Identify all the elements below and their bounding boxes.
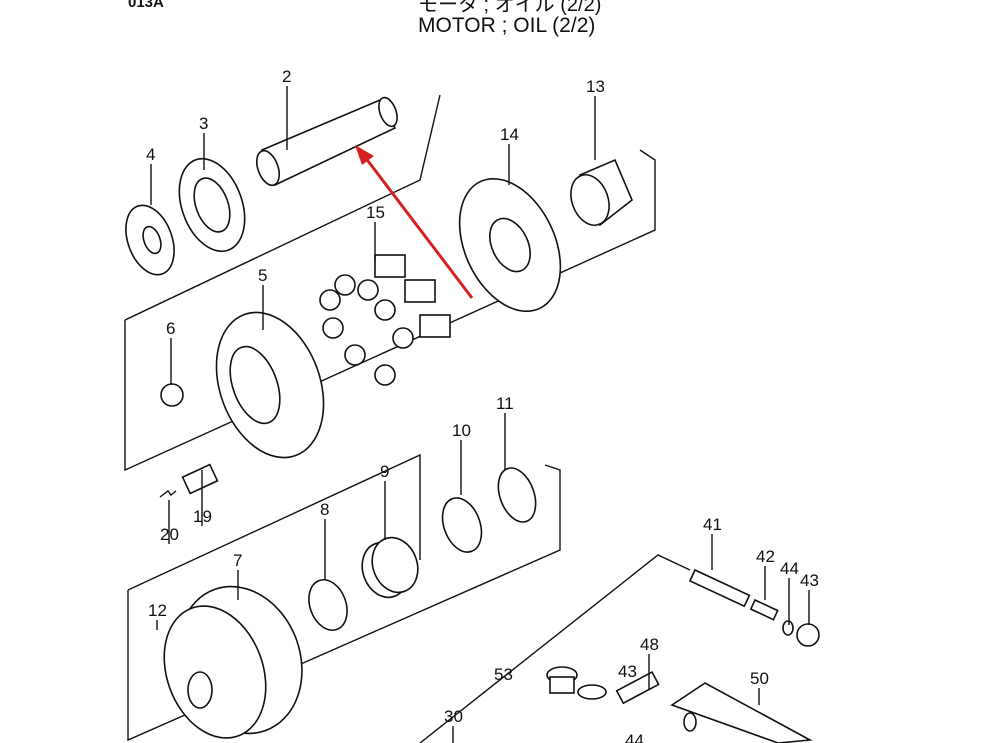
callout-50: 50 bbox=[750, 669, 769, 688]
callout-41: 41 bbox=[703, 515, 722, 534]
callout-42: 42 bbox=[756, 547, 775, 566]
group-outline-upper-top bbox=[124, 94, 441, 321]
callout-6: 6 bbox=[166, 319, 175, 338]
diagram-code: 013A bbox=[128, 0, 164, 11]
callout-12: 12 bbox=[148, 601, 167, 620]
part-7-cylinder-block bbox=[163, 585, 303, 739]
part-41-spool bbox=[688, 568, 751, 608]
part-19-20-plug bbox=[159, 463, 219, 498]
diagram-title: MOTOR ; OIL (2/2) bbox=[418, 14, 596, 37]
callout-44: 44 bbox=[780, 559, 799, 578]
callout-4: 4 bbox=[146, 145, 155, 164]
part-11-snap-ring bbox=[497, 467, 537, 523]
callout-53: 53 bbox=[494, 665, 513, 684]
callout-11: 11 bbox=[496, 394, 514, 413]
callout-13: 13 bbox=[586, 77, 605, 96]
callout-15: 15 bbox=[366, 203, 385, 222]
part-5-housing bbox=[215, 311, 325, 459]
callout-44: 44 bbox=[625, 731, 644, 743]
callout-5: 5 bbox=[258, 266, 267, 285]
callout-9: 9 bbox=[380, 462, 389, 481]
callout-10: 10 bbox=[452, 421, 471, 440]
diagram-title-japanese: モータ ; オイル (2/2) bbox=[418, 0, 602, 16]
part-53-43-48-fittings bbox=[546, 666, 660, 705]
callout-48: 48 bbox=[640, 635, 659, 654]
part-10-ring bbox=[441, 497, 483, 553]
highlight-arrow bbox=[355, 145, 474, 299]
callout-43: 43 bbox=[800, 571, 819, 590]
callout-2: 2 bbox=[282, 67, 291, 86]
part-2-shaft bbox=[255, 96, 398, 187]
part-4-seal bbox=[125, 204, 175, 276]
callout-30: 30 bbox=[444, 707, 463, 726]
group-outline-lower bbox=[419, 554, 691, 743]
group-outline-middle bbox=[127, 464, 561, 742]
group-outline-upper bbox=[124, 149, 656, 472]
part-9-spring bbox=[361, 536, 419, 599]
callout-7: 7 bbox=[233, 551, 242, 570]
callout-3: 3 bbox=[199, 114, 208, 133]
callout-8: 8 bbox=[320, 500, 329, 519]
part-50-block bbox=[670, 682, 813, 743]
part-3-bearing bbox=[178, 157, 246, 253]
part-15-pistons bbox=[319, 254, 451, 386]
callout-14: 14 bbox=[500, 125, 519, 144]
part-6-ball bbox=[160, 383, 184, 407]
part-42-44-43-plug bbox=[749, 598, 820, 647]
group-outline-middle-top bbox=[127, 453, 421, 591]
part-14-plate bbox=[458, 177, 562, 313]
part-13-cup bbox=[570, 158, 633, 227]
callout-43: 43 bbox=[618, 662, 637, 681]
part-8-seal bbox=[308, 579, 348, 631]
